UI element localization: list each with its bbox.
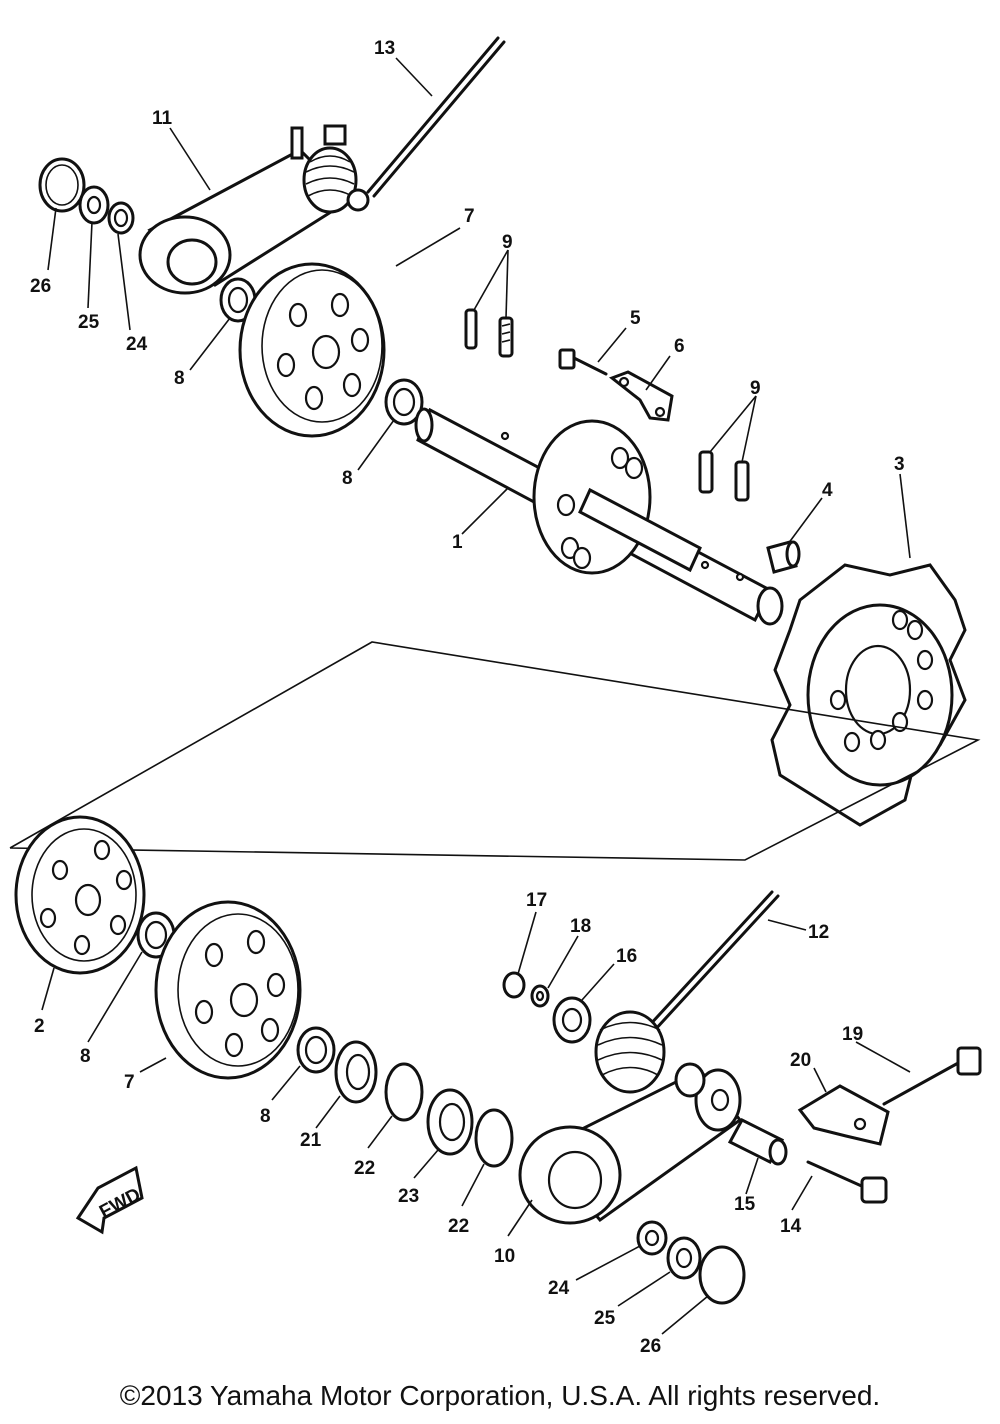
part-22-circlip-b bbox=[474, 1108, 514, 1168]
label-25-lower: 25 bbox=[594, 1308, 616, 1329]
upper-fasteners bbox=[38, 157, 135, 235]
label-21: 21 bbox=[300, 1130, 322, 1151]
label-5: 5 bbox=[630, 308, 641, 329]
exploded-parts-diagram: FWD bbox=[9, 36, 982, 1357]
fwd-arrow-icon: FWD bbox=[75, 1165, 144, 1235]
label-23: 23 bbox=[398, 1186, 419, 1207]
label-24-lower: 24 bbox=[548, 1278, 570, 1299]
label-15: 15 bbox=[734, 1194, 756, 1215]
part-labels: 13 11 26 25 24 8 7 9 5 6 8 9 3 4 1 17 18… bbox=[30, 38, 905, 1357]
part-21-bearing bbox=[334, 1040, 378, 1104]
part-15-collar bbox=[727, 1118, 788, 1166]
label-6: 6 bbox=[674, 336, 685, 357]
part-8-upper-washers bbox=[219, 277, 424, 426]
part-7-upper-wheel bbox=[238, 262, 386, 438]
label-7-lower: 7 bbox=[124, 1072, 135, 1093]
label-9-lower: 9 bbox=[750, 378, 761, 399]
part-22-circlip-a bbox=[384, 1062, 424, 1122]
label-17: 17 bbox=[526, 890, 547, 911]
part-12-rod bbox=[634, 890, 780, 1046]
part-5-bolt bbox=[558, 348, 608, 376]
assembly-boundary bbox=[9, 641, 981, 861]
label-2: 2 bbox=[34, 1016, 45, 1037]
label-3: 3 bbox=[894, 454, 905, 475]
label-7-upper: 7 bbox=[464, 206, 475, 227]
part-3-sprocket bbox=[770, 563, 967, 827]
label-12: 12 bbox=[808, 922, 829, 943]
label-16: 16 bbox=[616, 946, 637, 967]
label-20: 20 bbox=[790, 1050, 811, 1071]
label-26-lower: 26 bbox=[640, 1336, 661, 1357]
label-22-a: 22 bbox=[354, 1158, 375, 1179]
part-2-hub-plate bbox=[14, 815, 146, 975]
upper-hub-plate bbox=[532, 419, 702, 575]
label-14: 14 bbox=[780, 1216, 802, 1237]
part-4-collar bbox=[766, 540, 801, 574]
lower-fasteners bbox=[636, 1220, 746, 1305]
label-4: 4 bbox=[822, 480, 833, 501]
part-9-upper-pins bbox=[464, 308, 514, 358]
part-7-lower-wheel bbox=[154, 900, 302, 1080]
lower-spring bbox=[594, 1010, 666, 1094]
label-8-c: 8 bbox=[80, 1046, 91, 1067]
part-23-bearing bbox=[426, 1088, 474, 1156]
label-10: 10 bbox=[494, 1246, 515, 1267]
part-11-upper-arm bbox=[138, 124, 370, 295]
part-13-rod bbox=[366, 36, 506, 198]
label-11: 11 bbox=[152, 108, 173, 129]
part-9-lower-pins bbox=[698, 450, 750, 502]
part-16-washer bbox=[552, 996, 592, 1044]
part-14-bolt bbox=[806, 1160, 888, 1204]
part-19-bolt bbox=[882, 1046, 982, 1106]
label-24-upper: 24 bbox=[126, 334, 148, 355]
label-9-upper: 9 bbox=[502, 232, 513, 253]
label-22-b: 22 bbox=[448, 1216, 469, 1237]
label-25-upper: 25 bbox=[78, 312, 100, 333]
part-17-nut bbox=[502, 971, 526, 999]
part-20-bracket bbox=[797, 1084, 890, 1146]
label-1: 1 bbox=[452, 532, 463, 553]
part-6-bracket bbox=[608, 370, 674, 422]
label-8-d: 8 bbox=[260, 1106, 271, 1127]
label-18: 18 bbox=[570, 916, 591, 937]
label-13: 13 bbox=[374, 38, 395, 59]
part-18-washer bbox=[530, 984, 550, 1008]
label-8-b: 8 bbox=[342, 468, 353, 489]
copyright-notice: ©2013 Yamaha Motor Corporation, U.S.A. A… bbox=[119, 1380, 881, 1411]
part-10-lower-arm bbox=[518, 1062, 743, 1225]
label-26-upper: 26 bbox=[30, 276, 51, 297]
leader-lines bbox=[41, 57, 911, 1335]
label-19: 19 bbox=[842, 1024, 863, 1045]
label-8-a: 8 bbox=[174, 368, 185, 389]
